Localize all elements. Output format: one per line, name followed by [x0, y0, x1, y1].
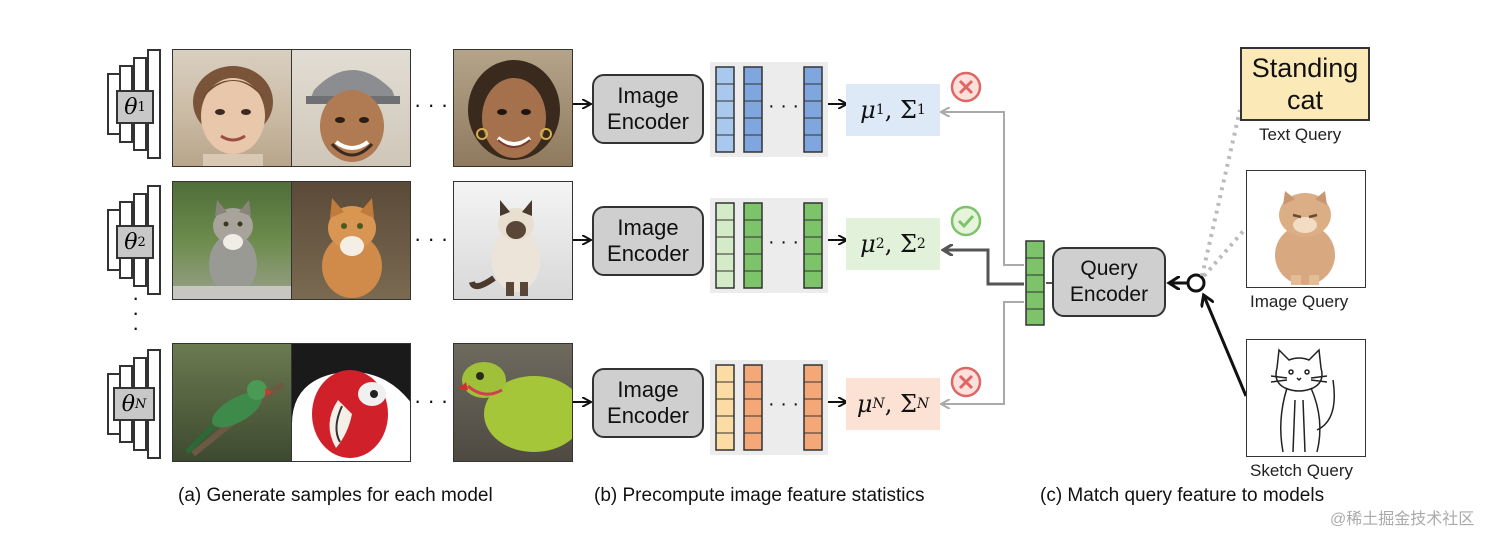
vertical-ellipsis-3: ·: [132, 315, 139, 340]
image-query-cat-image: [1275, 191, 1335, 285]
stats-1-sigma: Σ: [899, 96, 917, 124]
image-encoder-1: Image Encoder: [592, 74, 704, 144]
image-query-label: Image Query: [1250, 292, 1349, 311]
reject-icon-3: [950, 366, 982, 398]
stats-2-mu-sub: 2: [875, 236, 885, 252]
theta-2-symbol: θ: [124, 229, 138, 255]
stats-2-mu: μ: [860, 230, 876, 258]
feature-ellipsis-1: · · ·: [768, 95, 799, 117]
sample-image-face-3: [453, 49, 573, 167]
query-feature-column: [1025, 240, 1045, 326]
feature-vector-2-2: [743, 202, 763, 289]
feature-vector-3-3: [803, 364, 823, 451]
match-line-model-1: [942, 112, 1024, 266]
caption-b: (b) Precompute image feature statistics: [594, 485, 925, 506]
feature-column-group-2: · · ·: [710, 198, 828, 293]
vertical-ellipsis-2: ·: [132, 300, 139, 325]
image-encoder-2-line2: Encoder: [607, 241, 689, 266]
sketch-query-label: Sketch Query: [1250, 461, 1353, 480]
sample-image-bird-1: [172, 343, 292, 462]
stats-1-mu: μ: [860, 96, 876, 124]
feature-column-group-1: · · ·: [710, 62, 828, 157]
image-encoder-3-line2: Encoder: [607, 403, 689, 428]
image-encoder-1-line2: Encoder: [607, 109, 689, 134]
stats-n-mu-sub: N: [872, 396, 885, 412]
image-encoder-2-line1: Image: [617, 215, 679, 240]
sample-image-bird-3: [453, 343, 573, 462]
sample-image-face-1: [172, 49, 292, 167]
theta-n-symbol: θ: [121, 391, 135, 417]
dotted-link-image-query: [1202, 226, 1248, 278]
query-encoder-line2: Encoder: [1069, 283, 1149, 306]
theta-1-subscript: 1: [137, 99, 146, 115]
feature-vector-1-3: [803, 66, 823, 153]
arrow-sketch-to-node: [1204, 296, 1248, 397]
text-query-line2: cat: [1286, 85, 1324, 115]
vertical-ellipsis-1: ·: [132, 285, 139, 310]
image-encoder-3: Image Encoder: [592, 368, 704, 438]
query-encoder-line1: Query: [1080, 257, 1138, 280]
text-query-label: Text Query: [1259, 125, 1342, 144]
stats-n-mu: μ: [856, 390, 873, 418]
sample-image-face-2: [291, 49, 411, 167]
sample-image-cat-1: [172, 181, 292, 300]
sketch-query-cat-drawing: [1270, 348, 1335, 453]
feature-vector-2-1: [715, 202, 735, 289]
feature-vector-1-2: [743, 66, 763, 153]
sketch-query-box: [1246, 339, 1366, 457]
match-line-model-2: [944, 250, 1024, 286]
image-query-box: [1246, 170, 1366, 288]
image-encoder-1-line1: Image: [617, 83, 679, 108]
query-node: [1186, 273, 1206, 293]
image-encoder-3-line1: Image: [617, 377, 679, 402]
stats-1-sigma-sub: 1: [916, 102, 926, 118]
sample-image-bird-2: [291, 343, 411, 462]
photo-ellipsis-3: · · ·: [414, 388, 448, 413]
caption-a: (a) Generate samples for each model: [178, 485, 493, 506]
feature-vector-2-3: [803, 202, 823, 289]
theta-n-subscript: N: [134, 396, 147, 412]
match-line-model-n: [942, 301, 1024, 404]
query-encoder: Query Encoder: [1052, 247, 1166, 317]
watermark: @稀土掘金技术社区: [1330, 511, 1475, 528]
theta-2-subscript: 2: [137, 234, 146, 250]
feature-column-group-3: · · ·: [710, 360, 828, 455]
accept-icon-2: [950, 205, 982, 237]
photo-ellipsis-2: · · ·: [414, 226, 448, 251]
photo-ellipsis-1: · · ·: [414, 92, 448, 117]
stats-n-sigma: Σ: [899, 390, 917, 418]
sample-image-cat-2: [291, 181, 411, 300]
sample-image-cat-3: [453, 181, 573, 300]
text-query-line1: Standing: [1251, 53, 1359, 83]
dotted-link-text-query: [1200, 109, 1242, 277]
feature-vector-3-2: [743, 364, 763, 451]
text-query-box: Standing cat: [1240, 47, 1370, 121]
feature-vector-3-1: [715, 364, 735, 451]
stats-2-sigma-sub: 2: [916, 236, 926, 252]
caption-c: (c) Match query feature to models: [1040, 485, 1325, 506]
stats-2-sigma: Σ: [899, 230, 917, 258]
feature-ellipsis-3: · · ·: [768, 393, 799, 415]
feature-vector-1-1: [715, 66, 735, 153]
feature-ellipsis-2: · · ·: [768, 231, 799, 253]
image-encoder-2: Image Encoder: [592, 206, 704, 276]
stats-n-sigma-sub: N: [916, 396, 930, 412]
reject-icon-1: [950, 71, 982, 103]
theta-1-symbol: θ: [124, 94, 138, 120]
stats-1-mu-sub: 1: [875, 102, 885, 118]
